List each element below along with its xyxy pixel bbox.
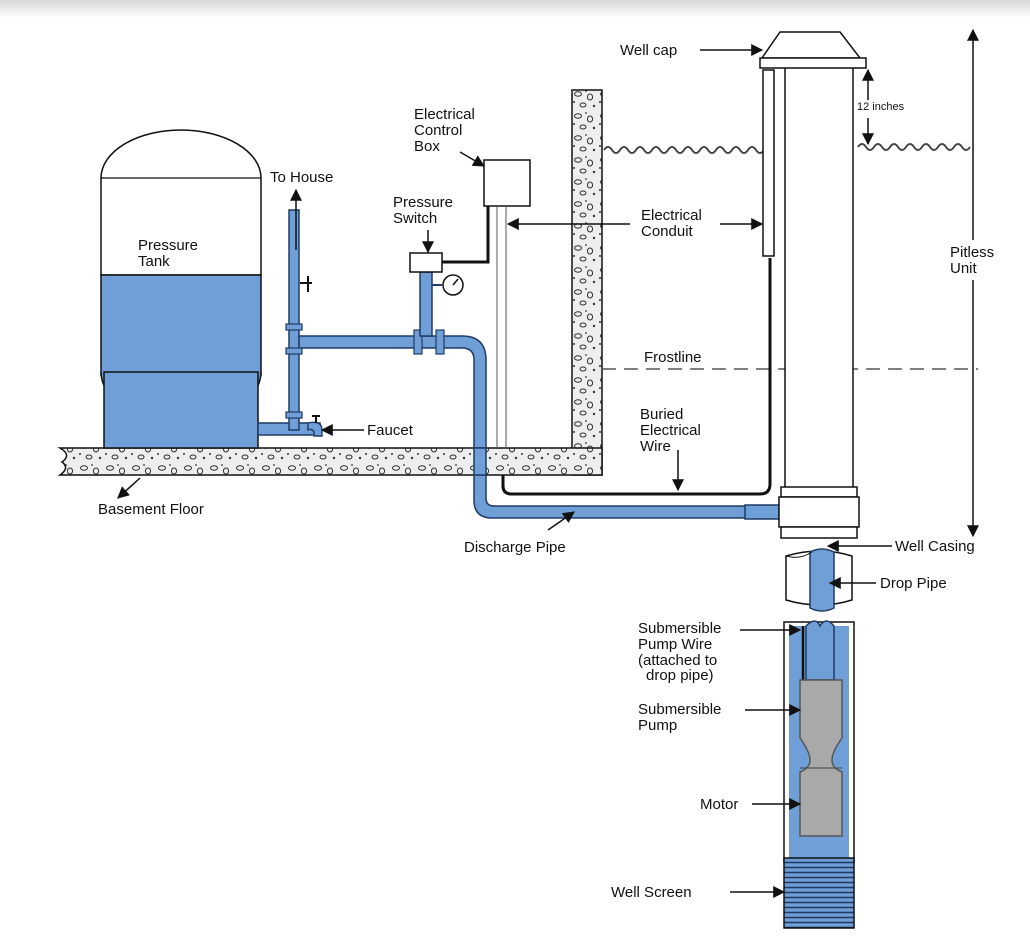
well-casing-label: Well Casing	[895, 538, 975, 555]
pressure-tank	[100, 129, 262, 449]
motor-label: Motor	[700, 796, 738, 813]
well-cap-label: Well cap	[620, 42, 677, 59]
submersible-pump-wire-label: Submersible Pump Wire (attached to drop …	[638, 620, 726, 684]
lower-well	[783, 620, 855, 929]
electrical-control-box-label: Electrical Control Box	[414, 106, 479, 155]
well-casing	[759, 31, 867, 539]
discharge-pipe-label: Discharge Pipe	[464, 539, 566, 556]
submersible-pump-label: Submersible Pump	[638, 701, 726, 734]
to-house-label: To House	[270, 169, 333, 186]
basement-floor	[57, 447, 603, 476]
basement-wall	[571, 89, 603, 476]
top-shadow	[0, 0, 1030, 18]
twelve-inches-label: 12 inches	[857, 101, 905, 113]
ground-surface	[603, 143, 971, 154]
electrical-system	[409, 69, 775, 496]
electrical-conduit-label: Electrical Conduit	[641, 207, 706, 240]
drop-pipe-label: Drop Pipe	[880, 575, 947, 592]
pitless-unit-label: Pitless Unit	[950, 244, 998, 277]
basement-floor-label: Basement Floor	[98, 501, 204, 518]
pressure-switch-label: Pressure Switch	[393, 194, 457, 227]
frostline-label: Frostline	[644, 349, 702, 366]
faucet-label: Faucet	[367, 422, 414, 439]
buried-electrical-wire-label: Buried Electrical Wire	[640, 406, 705, 455]
well-screen-label: Well Screen	[611, 884, 692, 901]
drop-pipe-section	[785, 548, 853, 612]
callout-arrows	[117, 28, 979, 898]
pressure-tank-label: Pressure Tank	[138, 237, 202, 270]
house-piping	[257, 209, 780, 520]
